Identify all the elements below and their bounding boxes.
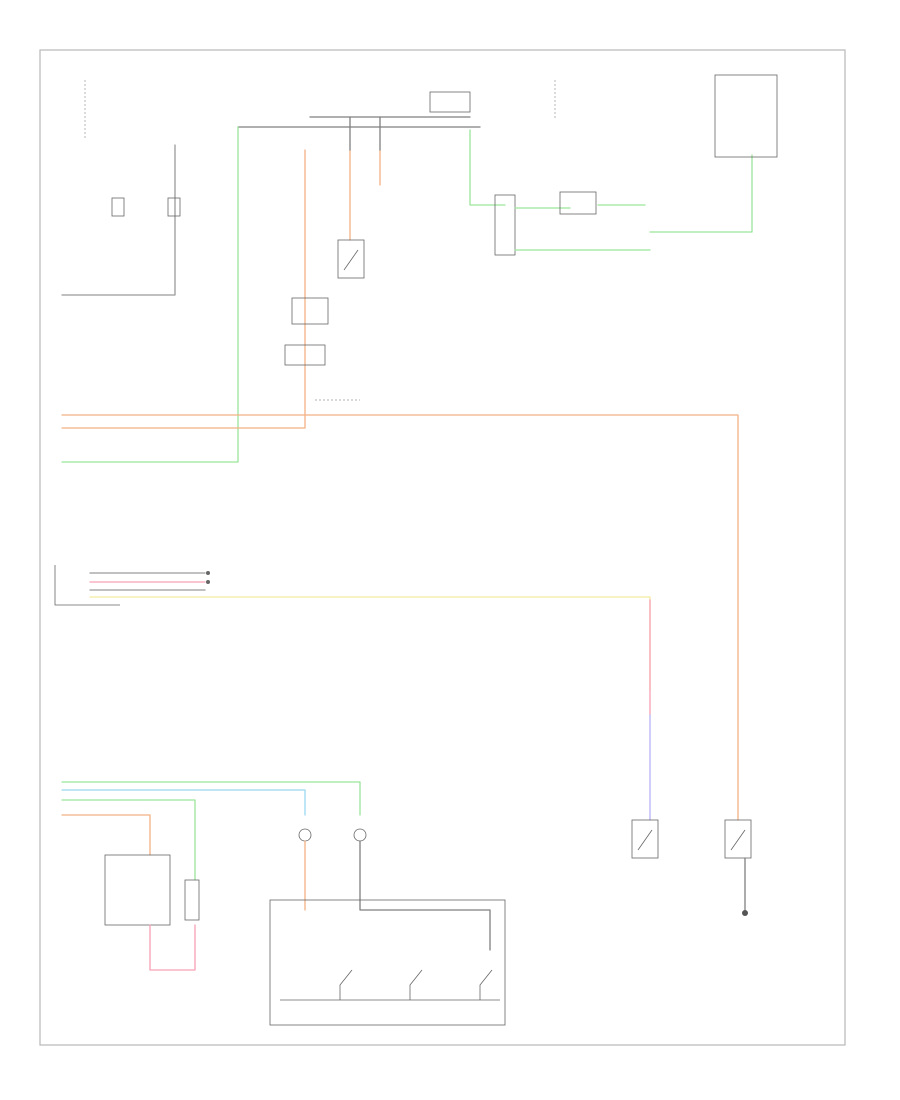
sensor-bottom-right-a bbox=[631, 819, 659, 859]
wire-green-right bbox=[649, 154, 753, 233]
top-left-fuse-group bbox=[61, 80, 181, 296]
bottom-left-bundle bbox=[61, 781, 361, 971]
switch-center bbox=[284, 297, 360, 401]
wire-orange-bus-a bbox=[61, 149, 306, 429]
top-right-module bbox=[714, 74, 778, 158]
connector-left-b bbox=[167, 197, 181, 217]
wire-black-left bbox=[61, 144, 176, 296]
wire-yellow-long bbox=[89, 596, 651, 691]
wire-green-upper-right bbox=[469, 129, 506, 206]
connector-left-mid-group bbox=[54, 565, 651, 691]
wire-bottom-green-b bbox=[61, 799, 196, 881]
bottom-center-switches bbox=[269, 828, 506, 1026]
sensor-bottom-right-b bbox=[724, 819, 752, 859]
fuel-pump-module bbox=[104, 854, 171, 926]
wire-pink-left bbox=[62, 135, 118, 285]
wire-bottom-blue bbox=[61, 789, 306, 816]
switch-box bbox=[269, 899, 506, 1026]
sensor-center bbox=[337, 239, 365, 279]
wire-green-long bbox=[61, 126, 239, 463]
wire-bottom-green-a bbox=[61, 781, 361, 816]
right-sensors bbox=[631, 819, 752, 916]
top-bus bbox=[61, 91, 481, 463]
wire-bottom-pink bbox=[149, 924, 196, 971]
wire-bottom-orange bbox=[61, 814, 151, 856]
connector-mid-right bbox=[494, 194, 516, 256]
relay-top-center bbox=[429, 91, 471, 113]
top-right-module-group bbox=[469, 74, 778, 256]
connector-left-a bbox=[111, 197, 125, 217]
wire-orange-right-run bbox=[61, 414, 739, 821]
diagram-frame bbox=[39, 49, 846, 1046]
